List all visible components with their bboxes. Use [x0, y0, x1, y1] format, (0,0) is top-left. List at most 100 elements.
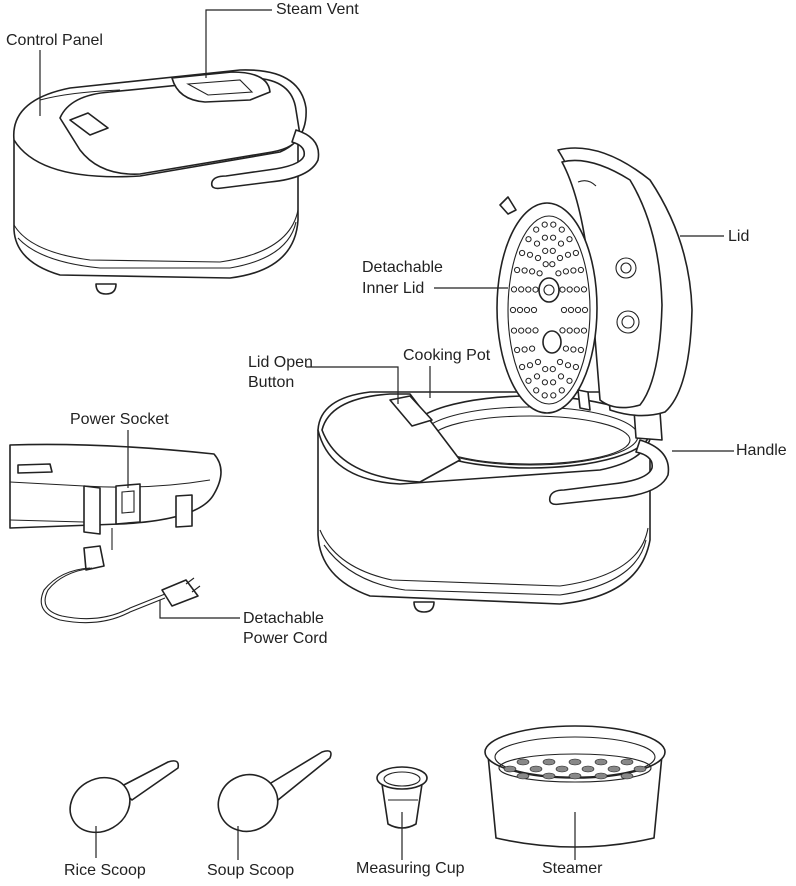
perforation-hole	[549, 261, 556, 268]
steamer-hole	[568, 772, 582, 780]
perforation-hole	[525, 236, 532, 243]
perforation-hole	[533, 240, 541, 247]
perforation-hole	[521, 267, 528, 274]
measuring-cup-drawing	[376, 766, 428, 829]
perforation-hole	[572, 363, 580, 371]
rice-scoop-drawing	[69, 760, 180, 834]
perforation-hole	[558, 226, 565, 233]
perforation-hole	[562, 345, 570, 352]
steamer-hole	[503, 765, 517, 773]
perforation-hole	[577, 346, 585, 354]
perforation-hole	[549, 366, 556, 373]
steamer-hole	[594, 758, 608, 766]
perforation-hole	[573, 286, 580, 293]
perforation-hole	[550, 221, 557, 228]
perforation-hole	[514, 346, 521, 354]
perforation-hole	[519, 363, 526, 371]
label-control-panel: Control Panel	[6, 32, 103, 49]
power-cord-detail-drawing	[9, 443, 222, 624]
perforation-hole	[550, 392, 557, 399]
perforation-hole	[549, 247, 556, 254]
closed-rice-cooker-drawing	[13, 69, 320, 295]
perforation-hole	[526, 251, 534, 258]
perforation-hole	[514, 266, 521, 274]
perforation-hole	[536, 270, 543, 277]
perforation-hole	[526, 362, 534, 369]
steamer-hole	[620, 758, 634, 766]
perforation-hole	[562, 268, 570, 275]
perforation-hole	[542, 247, 549, 254]
perforation-hole	[559, 286, 566, 293]
label-lid-open-button-line1: Lid Open	[248, 354, 313, 371]
label-steamer: Steamer	[542, 860, 603, 877]
perforation-hole	[518, 327, 525, 334]
label-rice-scoop: Rice Scoop	[64, 862, 146, 879]
label-cooking-pot: Cooking Pot	[403, 347, 491, 364]
perforation-hole	[529, 345, 536, 352]
label-soup-scoop: Soup Scoop	[207, 862, 295, 879]
perforation-hole	[525, 286, 532, 293]
label-lid-open-button-line2: Button	[248, 374, 295, 391]
perforation-hole	[525, 327, 532, 334]
perforation-hole	[534, 254, 542, 262]
perforation-hole	[530, 306, 538, 314]
perforation-hole	[541, 392, 548, 399]
open-rice-cooker-drawing	[317, 147, 693, 613]
perforation-hole	[523, 306, 531, 314]
perforation-hole	[560, 306, 568, 314]
steamer-hole	[542, 758, 556, 766]
perforation-hole	[541, 379, 549, 386]
perforation-hole	[516, 306, 524, 314]
steamer-hole	[581, 765, 595, 773]
perforation-hole	[533, 373, 541, 380]
perforation-hole	[542, 366, 549, 373]
perforation-hole	[533, 226, 540, 233]
steamer-hole	[542, 772, 556, 780]
perforation-hole	[532, 327, 539, 334]
steamer-hole	[620, 772, 634, 780]
perforation-hole	[555, 270, 562, 277]
perforation-hole	[566, 377, 573, 384]
perforation-hole	[541, 234, 549, 241]
perforation-hole	[556, 358, 564, 366]
perforation-hole	[519, 249, 526, 257]
perforation-hole	[533, 387, 540, 394]
steamer-drawing	[484, 725, 666, 848]
perforation-hole	[573, 327, 580, 334]
label-lid: Lid	[728, 228, 750, 245]
perforation-hole	[521, 346, 528, 353]
label-handle: Handle	[736, 442, 787, 459]
perforation-hole	[518, 286, 525, 293]
perforation-hole	[574, 306, 582, 314]
perforation-hole	[566, 236, 573, 243]
perforation-hole	[550, 234, 557, 241]
perforation-hole	[567, 306, 575, 314]
perforation-hole	[532, 286, 539, 293]
perforation-hole	[566, 327, 573, 334]
label-steam-vent: Steam Vent	[276, 1, 359, 18]
steamer-holes	[503, 758, 647, 780]
perforation-hole	[577, 266, 585, 274]
perforation-hole	[580, 286, 588, 293]
perforation-hole	[566, 286, 573, 293]
steamer-hole	[516, 758, 530, 766]
perforation-hole	[559, 327, 566, 334]
perforation-hole	[557, 240, 565, 247]
perforation-hole	[580, 327, 588, 334]
perforation-hole	[525, 377, 532, 384]
perforation-hole	[558, 387, 565, 394]
perforation-hole	[510, 286, 518, 293]
label-detachable-inner-lid-line1: Detachable	[362, 259, 443, 276]
perforation-hole	[509, 306, 517, 314]
perforation-hole	[542, 261, 549, 268]
perforation-hole	[572, 249, 580, 257]
inner-lid-perforations	[509, 221, 589, 399]
perforation-hole	[541, 221, 548, 228]
steamer-hole	[555, 765, 569, 773]
label-detachable-power-cord-line2: Power Cord	[243, 630, 328, 647]
perforation-hole	[564, 251, 572, 258]
soup-scoop-drawing	[217, 750, 332, 833]
steamer-hole	[568, 758, 582, 766]
label-detachable-power-cord-line1: Detachable	[243, 610, 324, 627]
